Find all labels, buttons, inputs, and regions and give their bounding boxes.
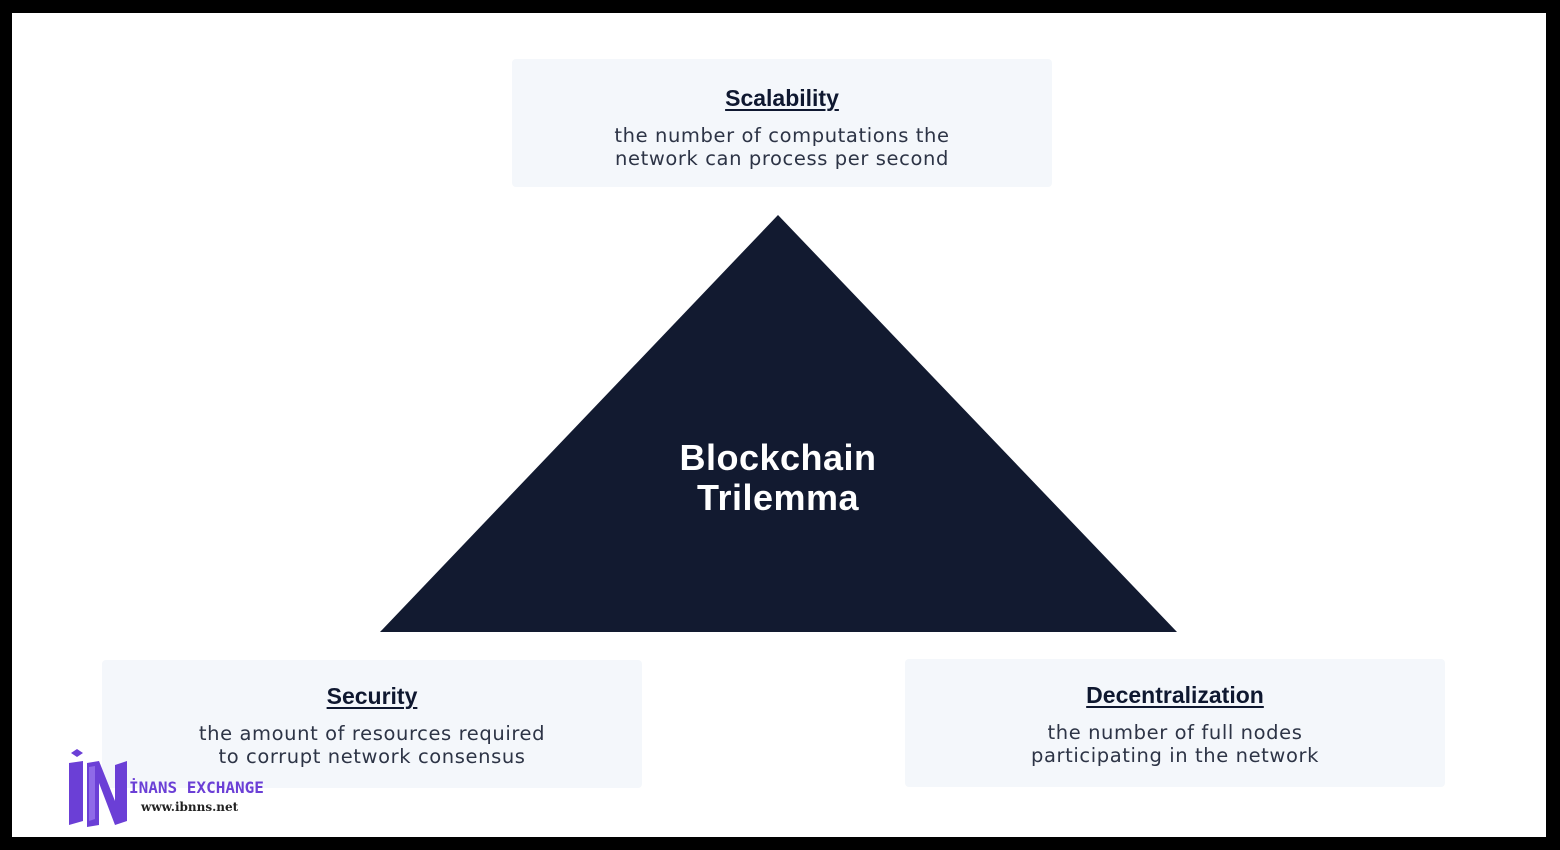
security-card: Security the amount of resources require… bbox=[102, 660, 642, 788]
center-title: Blockchain Trilemma bbox=[578, 438, 978, 518]
trilemma-triangle bbox=[380, 215, 1177, 632]
decentralization-title: Decentralization bbox=[1086, 682, 1264, 708]
security-title: Security bbox=[326, 683, 418, 709]
security-desc-line1: the amount of resources required bbox=[198, 722, 546, 745]
watermark-logo: İNANS EXCHANGE www.ibnns.net bbox=[67, 749, 264, 827]
center-title-line1: Blockchain bbox=[679, 437, 877, 478]
triangle-shape bbox=[380, 215, 1177, 632]
scalability-desc-line2: network can process per second bbox=[615, 147, 949, 170]
scalability-card: Scalability the number of computations t… bbox=[512, 59, 1052, 187]
decentralization-desc-line2: participating in the network bbox=[1030, 744, 1320, 767]
security-desc-line2: to corrupt network consensus bbox=[218, 745, 526, 768]
scalability-desc-line1: the number of computations the bbox=[614, 124, 950, 147]
decentralization-desc-line1: the number of full nodes bbox=[1047, 721, 1303, 744]
watermark-url: www.ibnns.net bbox=[141, 800, 239, 814]
logo-mark-icon bbox=[69, 749, 127, 827]
scalability-title: Scalability bbox=[725, 85, 839, 111]
center-title-line2: Trilemma bbox=[696, 477, 860, 518]
decentralization-card: Decentralization the number of full node… bbox=[905, 659, 1445, 787]
diagram-canvas: Blockchain Trilemma Scalability the numb… bbox=[12, 13, 1546, 837]
watermark-brand: İNANS EXCHANGE bbox=[129, 778, 264, 797]
